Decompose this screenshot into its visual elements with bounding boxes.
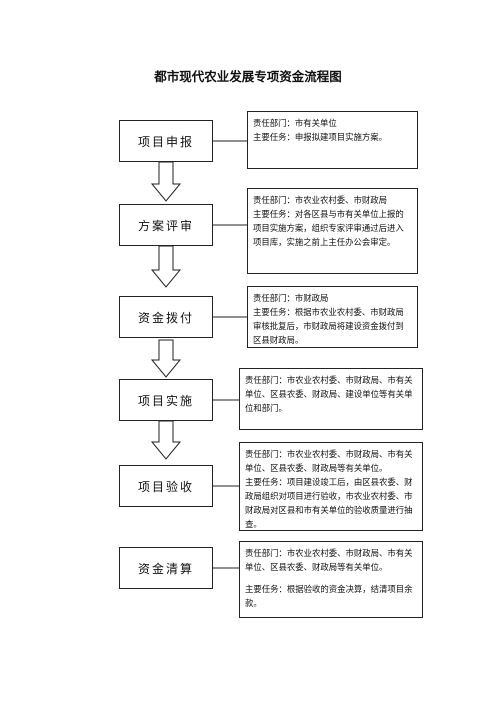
- arrow-down-2: [150, 245, 182, 288]
- step-box-3: 资金拨付: [119, 296, 213, 338]
- step-box-1: 项目申报: [119, 120, 213, 162]
- step-label: 项目实施: [137, 393, 194, 408]
- desc-task: 主要任务：申报拟建项目实施方案。: [253, 132, 387, 142]
- desc-task: 主要任务：项目建设竣工后，由区县农委、财政局组织对项目进行验收，市农业农村委、市…: [245, 477, 413, 529]
- step-label: 方案评审: [137, 218, 194, 233]
- step-box-2: 方案评审: [119, 204, 213, 246]
- step-box-5: 项目验收: [119, 465, 213, 507]
- desc-box-6: 责任部门：市农业农村委、市财政局、市有关单位、区县农委、财政局等有关单位。 主要…: [239, 541, 423, 618]
- desc-box-4: 责任部门：市农业农村委、市财政局、市有关单位、区县农委、财政局、建设单位等有关单…: [239, 368, 423, 430]
- desc-dept: 责任部门：市有关单位: [253, 118, 337, 128]
- arrow-down-1: [150, 161, 182, 202]
- desc-dept: 责任部门：市农业农村委、市财政局、市有关单位、区县农委、财政局等有关单位。: [245, 548, 413, 572]
- desc-task: 主要任务：根据验收的资金决算，结清项目余款。: [245, 584, 413, 608]
- step-label: 资金清算: [137, 561, 194, 576]
- desc-dept: 责任部门：市农业农村委、市财政局: [253, 195, 387, 205]
- desc-dept: 责任部门：市财政局: [253, 293, 329, 303]
- step-label: 项目申报: [137, 134, 194, 149]
- arrow-down-4: [150, 420, 182, 460]
- step-box-6: 资金清算: [119, 547, 213, 589]
- step-box-4: 项目实施: [119, 379, 213, 421]
- desc-dept: 责任部门：市农业农村委、市财政局、市有关单位、区县农委、财政局、建设单位等有关单…: [245, 375, 413, 413]
- desc-box-3: 责任部门：市财政局 主要任务：根据市农业农村委、市财政局审核批复后，市财政局将建…: [247, 286, 418, 348]
- desc-box-5: 责任部门：市农业农村委、市财政局、市有关单位、区县农委、财政局等有关单位。 主要…: [239, 442, 423, 531]
- chart-title: 都市现代农业发展专项资金流程图: [154, 69, 342, 84]
- step-label: 资金拨付: [137, 310, 194, 325]
- desc-task: 主要任务：根据市农业农村委、市财政局审核批复后，市财政局将建设资金拨付到区县财政…: [253, 307, 404, 345]
- desc-box-2: 责任部门：市农业农村委、市财政局 主要任务：对各区县与市有关单位上报的项目实施方…: [247, 188, 418, 274]
- step-label: 项目验收: [137, 479, 194, 494]
- desc-task: 主要任务：对各区县与市有关单位上报的项目实施方案，组织专家评审通过后进入项目库，…: [253, 209, 404, 247]
- desc-box-1: 责任部门：市有关单位 主要任务：申报拟建项目实施方案。: [247, 111, 418, 169]
- arrow-down-3: [150, 339, 182, 378]
- desc-dept: 责任部门：市农业农村委、市财政局、市有关单位、区县农委、财政局等有关单位。: [245, 449, 413, 473]
